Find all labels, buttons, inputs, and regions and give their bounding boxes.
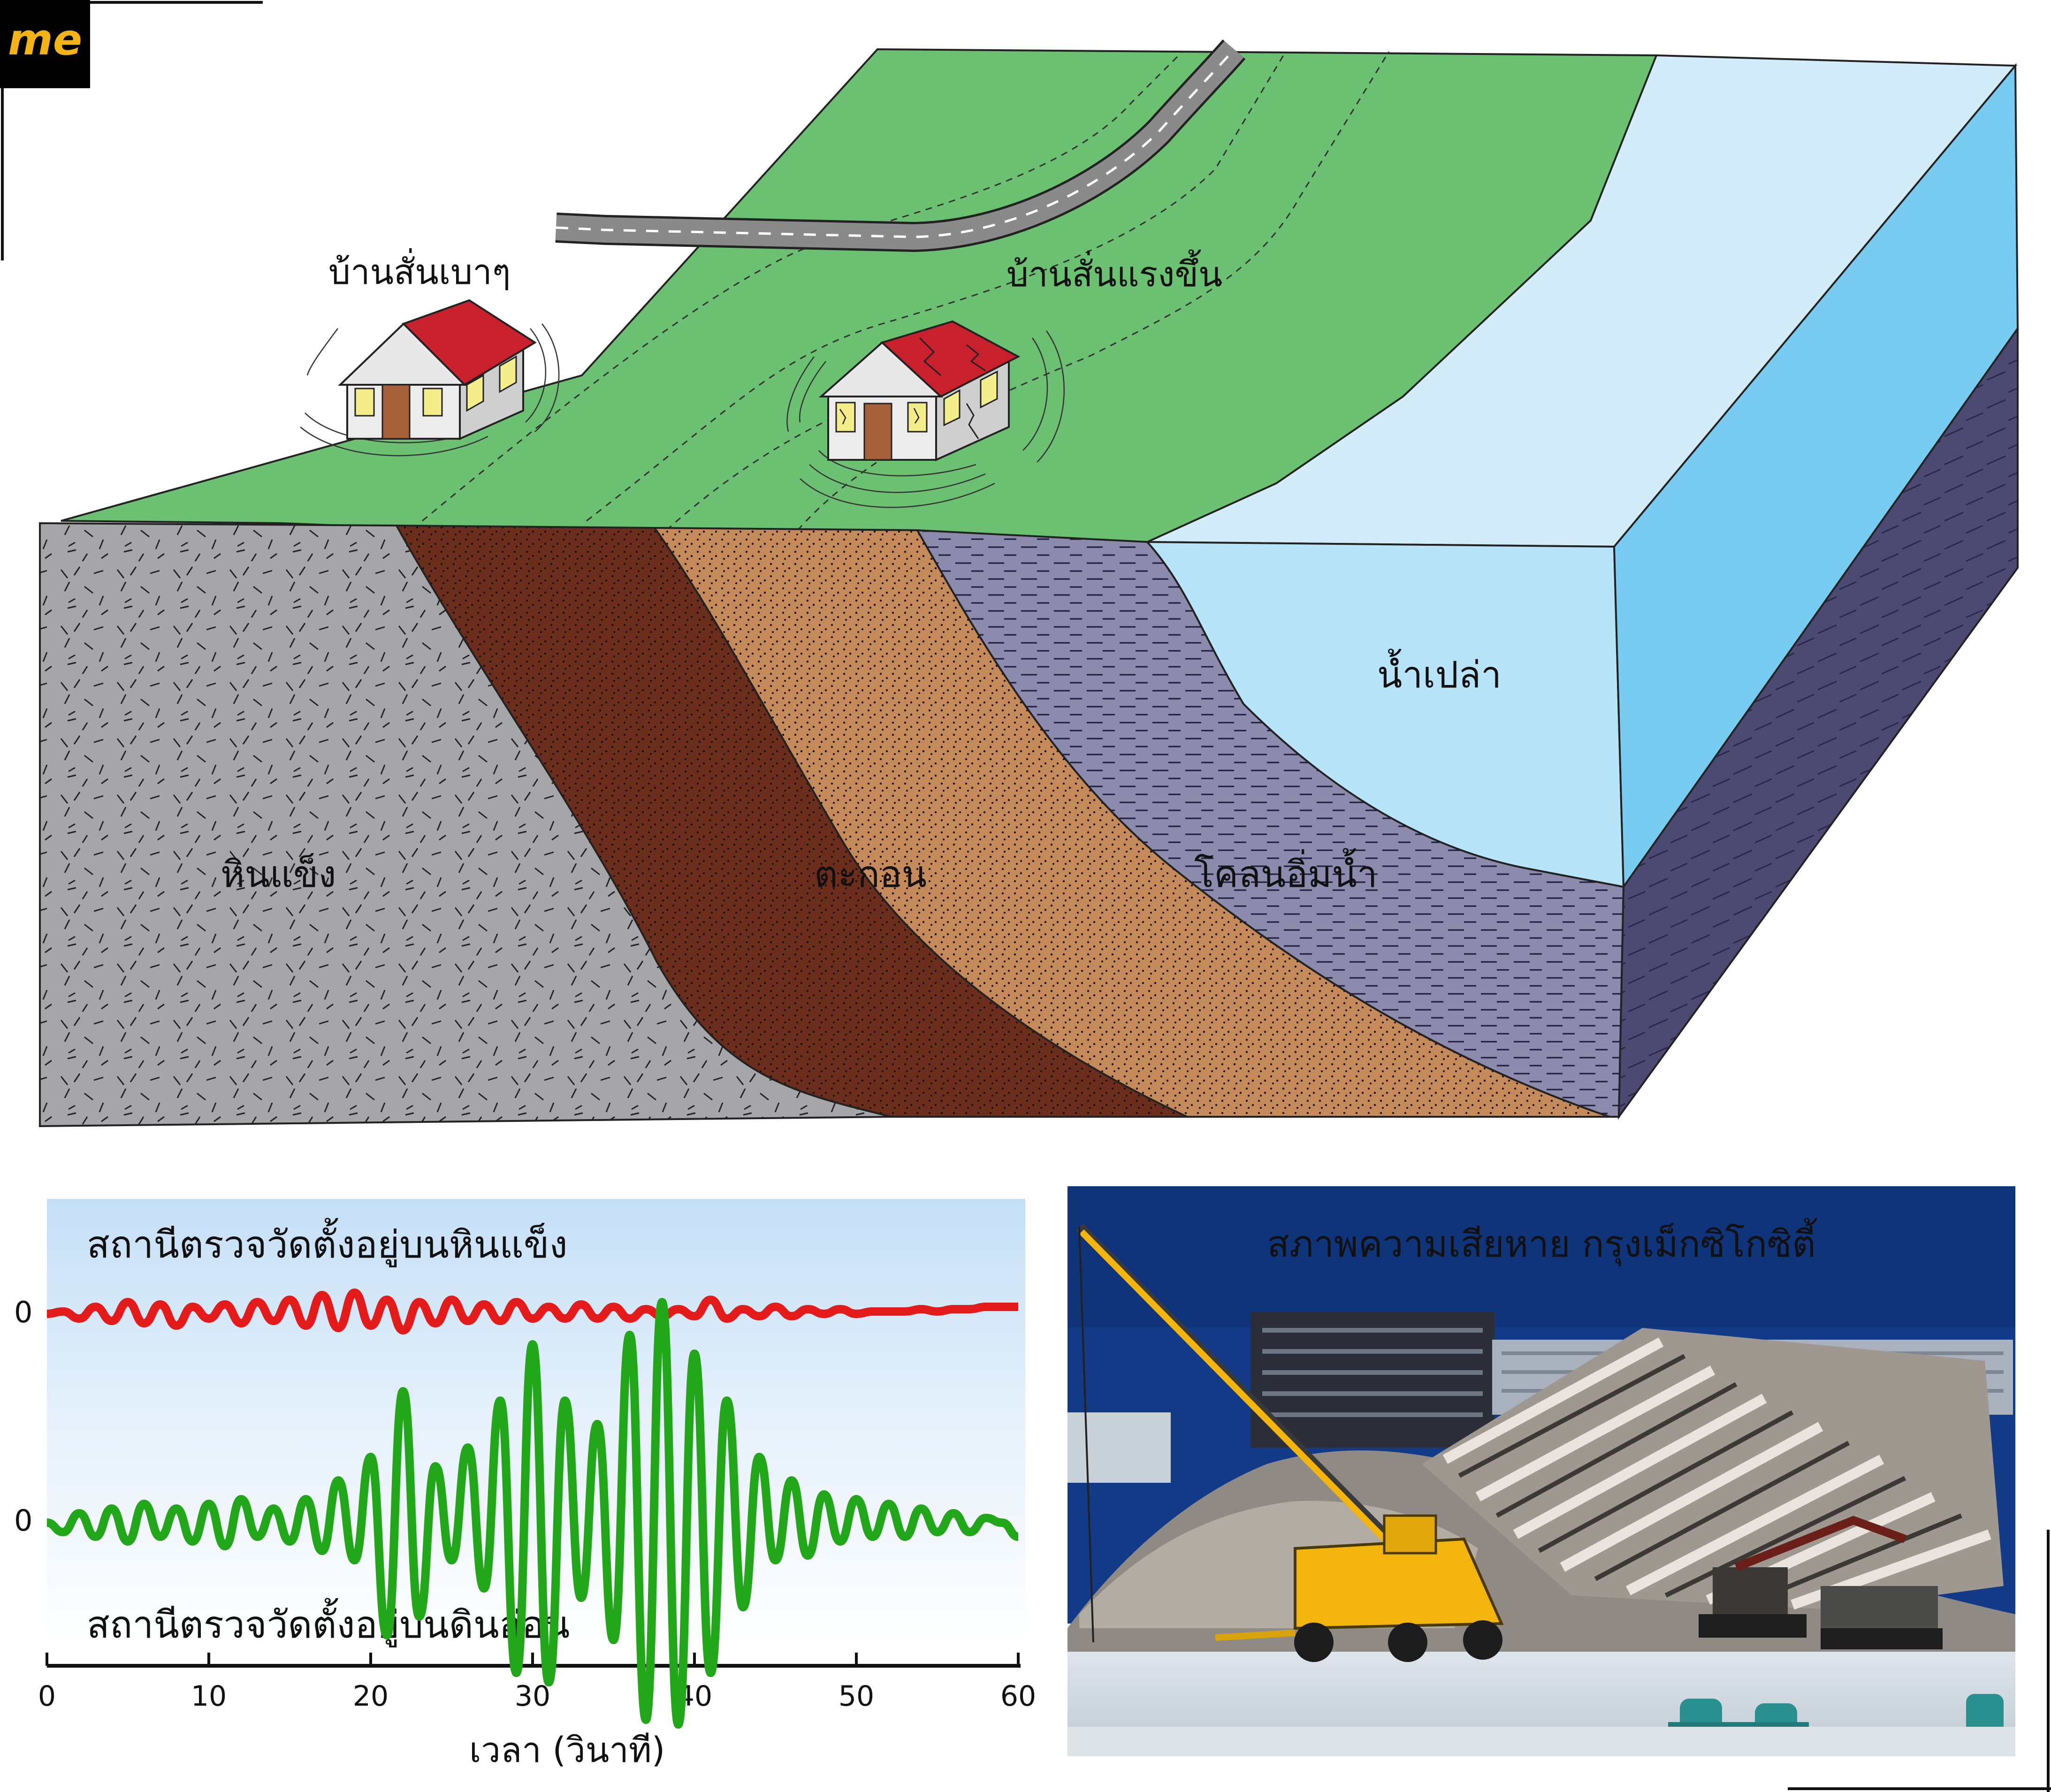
- series-rock-baseline-label: 0: [14, 1295, 32, 1329]
- house-light-shaking: [300, 299, 560, 457]
- label-house-light: บ้านสั่นเบาๆ: [328, 248, 511, 292]
- series-rock-line: [46, 1289, 1018, 1334]
- brand-logo-text: me: [8, 15, 82, 65]
- x-tick-label: 30: [515, 1680, 550, 1713]
- background-building: [1250, 1312, 1494, 1448]
- x-tick-label: 60: [1000, 1680, 1036, 1713]
- yellow-crane: [1075, 1223, 1504, 1662]
- brand-logo: me: [0, 0, 90, 88]
- chart-x-axis-label: เวลา (วินาที): [469, 1730, 665, 1770]
- water-front-face: [1145, 541, 1625, 888]
- series-soft-soil-baseline-label: 0: [14, 1503, 32, 1538]
- x-tick-label: 20: [353, 1680, 389, 1713]
- house-strong-shaking: [786, 320, 1065, 508]
- block-diagram: บ้านสั่นเบาๆ บ้านสั่นแรงขึ้น หินแข็ง ตะก…: [39, 39, 2019, 1128]
- label-saturated-mud: โคลนอิ่มน้ำ: [1194, 848, 1378, 896]
- label-sediment: ตะกอน: [814, 854, 927, 896]
- label-house-strong: บ้านสั่นแรงขึ้น: [1006, 249, 1222, 295]
- label-hard-rock: หินแข็ง: [221, 853, 336, 896]
- series-soft-soil-line: [46, 1298, 1019, 1729]
- photo-caption: สภาพความเสียหาย กรุงเม็กซิโกซิตี้: [1267, 1218, 1817, 1266]
- x-tick-label: 0: [38, 1680, 56, 1713]
- mexico-city-damage-photo: สภาพความเสียหาย กรุงเม็กซิโกซิตี้: [1067, 1186, 2015, 1756]
- series-soft-soil-label: สถานีตรวจวัดตั้งอยู่บนดินอ่อน: [87, 1598, 570, 1647]
- label-open-water: น้ำเปล่า: [1377, 648, 1502, 696]
- x-tick-label: 10: [191, 1680, 227, 1713]
- collapsed-building: [1422, 1328, 2004, 1610]
- x-tick-label: 50: [839, 1680, 874, 1713]
- excavator: [1699, 1516, 1943, 1649]
- series-rock-label: สถานีตรวจวัดตั้งอยู่บนหินแข็ง: [87, 1218, 568, 1267]
